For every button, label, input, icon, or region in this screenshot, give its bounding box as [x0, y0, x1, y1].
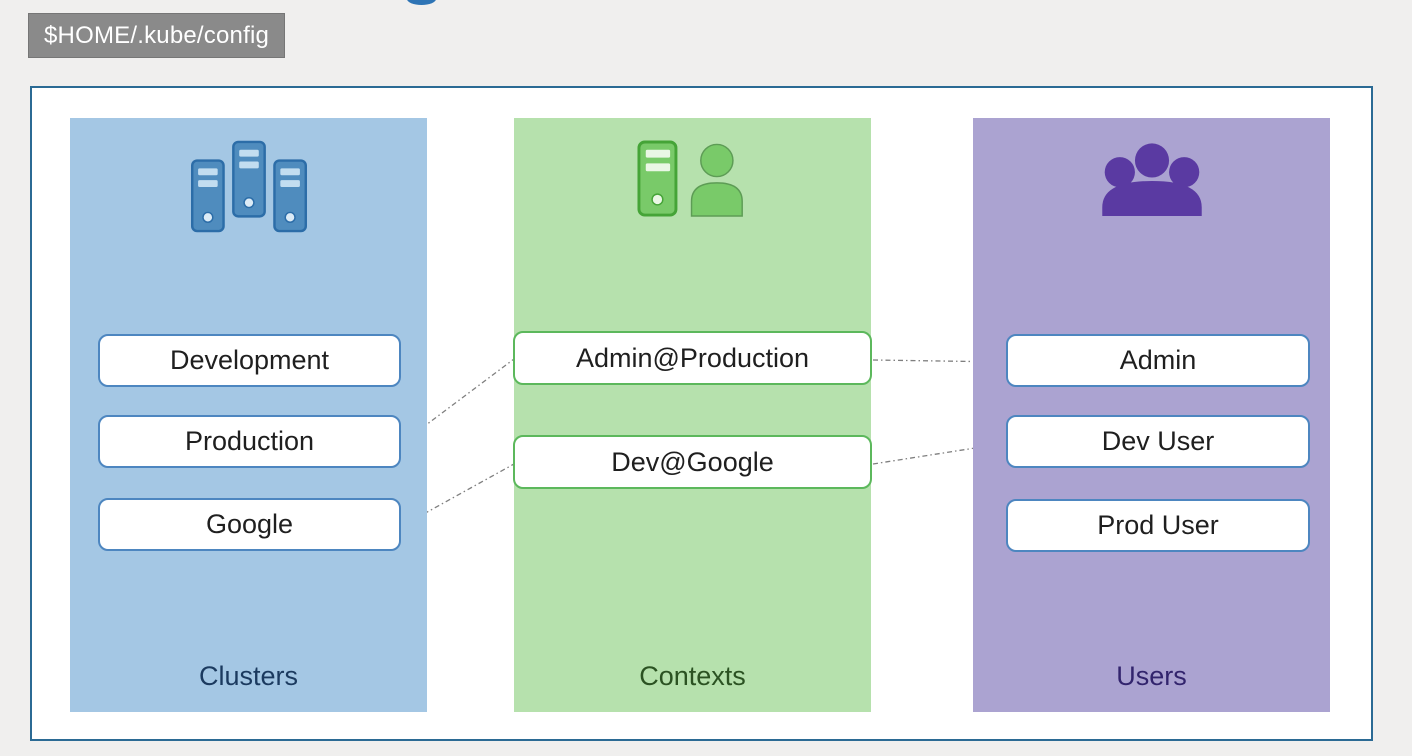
context-box-dev-google: Dev@Google: [513, 435, 872, 489]
cropped-title-descender: [407, 0, 436, 5]
users-column-label: Users: [1116, 661, 1187, 691]
clusters-column-label: Clusters: [198, 661, 299, 691]
kubeconfig-diagram: Development Production Google Clusters A…: [30, 86, 1373, 741]
context-box-admin-production: Admin@Production: [513, 331, 872, 385]
user-box-admin: Admin: [1006, 334, 1310, 387]
users-group-icon: [973, 140, 1330, 218]
users-column: Admin Dev User Prod User Users: [973, 118, 1330, 712]
cluster-box-development: Development: [98, 334, 401, 387]
server-user-icon: [514, 140, 871, 218]
user-box-dev-user: Dev User: [1006, 415, 1310, 468]
contexts-column-label: Contexts: [639, 661, 746, 691]
config-path-label: $HOME/.kube/config: [28, 13, 286, 58]
user-box-prod-user: Prod User: [1006, 499, 1310, 552]
servers-cluster-icon: [70, 140, 427, 233]
cluster-box-google: Google: [98, 498, 401, 551]
cluster-box-production: Production: [98, 415, 401, 468]
clusters-column: Development Production Google Clusters: [70, 118, 427, 712]
contexts-column: Admin@Production Dev@Google Contexts: [513, 118, 872, 712]
